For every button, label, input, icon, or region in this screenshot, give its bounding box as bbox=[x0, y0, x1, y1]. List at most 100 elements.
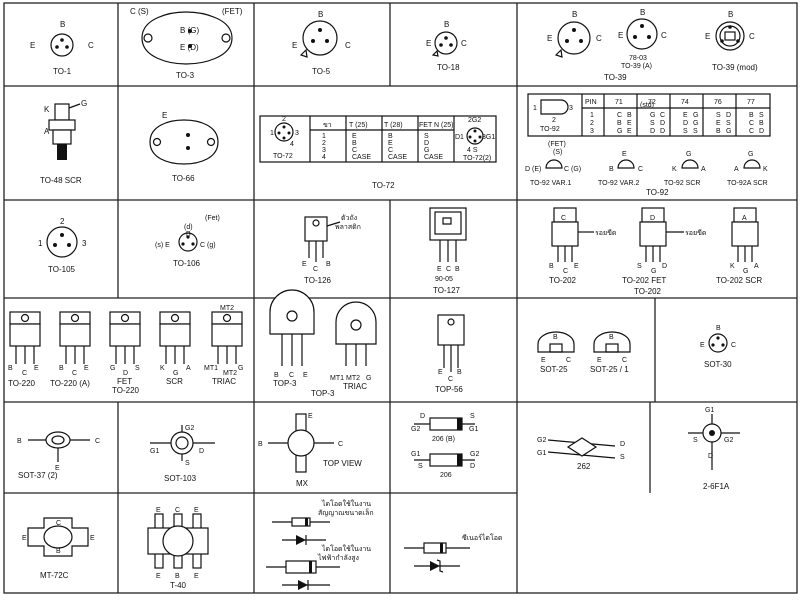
variant-label: TO-220 (A) bbox=[50, 379, 90, 388]
table-cell: S bbox=[424, 133, 429, 140]
table-cell: E bbox=[388, 140, 393, 147]
pin-b: B bbox=[318, 10, 323, 19]
pin-b: B bbox=[8, 365, 13, 372]
table-cell: CASE bbox=[424, 154, 443, 161]
note-line-2: พลาสติก bbox=[335, 223, 361, 231]
pin-c: C bbox=[22, 370, 27, 377]
mount-hole bbox=[170, 313, 180, 323]
variant-label: FET bbox=[117, 377, 132, 386]
pin-k: K bbox=[730, 263, 735, 270]
pkg-2-6f1a: G1 S G2 D 2-6F1A bbox=[688, 407, 740, 491]
table-cell: B bbox=[749, 112, 754, 119]
pin-s: S bbox=[185, 460, 190, 467]
pin-mt2: MT2 bbox=[220, 305, 234, 312]
pin-3: 3 bbox=[569, 105, 573, 112]
pin-g: G bbox=[743, 268, 748, 275]
mark-note: รอยขีด bbox=[685, 229, 706, 237]
body bbox=[211, 323, 243, 347]
col-header: 76 bbox=[714, 99, 722, 106]
pin-b: B bbox=[609, 166, 614, 173]
pkg-label: TO-39 (mod) bbox=[712, 63, 758, 72]
pin-s: S bbox=[418, 463, 423, 470]
body bbox=[159, 323, 191, 347]
pin-e: E bbox=[162, 111, 167, 120]
pin-a: A bbox=[44, 127, 50, 136]
pin-g2: G2 bbox=[724, 437, 733, 444]
pkg-label: TO-92 bbox=[646, 188, 669, 197]
table-cell: G bbox=[726, 128, 731, 135]
pkg-label: TO-1 bbox=[53, 67, 72, 76]
pkg-to39: B E C bbox=[547, 10, 602, 58]
pkg-to66: E TO-66 bbox=[149, 111, 219, 183]
pkg-to5: B E C TO-5 bbox=[292, 10, 351, 76]
pin-b: B bbox=[455, 266, 460, 273]
table-cell: B bbox=[352, 140, 357, 147]
col-header: 71 bbox=[615, 99, 623, 106]
tab bbox=[159, 311, 191, 325]
pkg-to126: ตัวถัง พลาสติก E C B TO-126 bbox=[302, 214, 361, 285]
variant-label: TO-92 SCR bbox=[664, 180, 700, 187]
pin-c: C bbox=[345, 41, 351, 50]
table-cell: D bbox=[683, 120, 688, 127]
pkg-label: MT-72C bbox=[40, 571, 69, 580]
pin-g: G bbox=[238, 365, 243, 372]
pin-mt2: MT2 bbox=[346, 375, 360, 382]
pin-k: K bbox=[672, 166, 677, 173]
table-cell: B bbox=[716, 128, 721, 135]
pin-b: B bbox=[186, 231, 191, 238]
pkg-label: TOP-56 bbox=[435, 385, 463, 394]
pin-c: C bbox=[72, 370, 77, 377]
pkg-to72: 2 1 3 4 TO-72 ขา T (25) T (28) FET N (25… bbox=[259, 115, 497, 190]
pin-c: C bbox=[338, 441, 343, 448]
pkg-to1: B E C TO-1 bbox=[30, 20, 94, 76]
pin-c: C bbox=[289, 372, 294, 379]
col-header: 72 bbox=[648, 99, 656, 106]
pin-g2: G2 bbox=[537, 437, 546, 444]
pin-b: B bbox=[609, 334, 614, 341]
pin-cs: C (S) bbox=[130, 7, 149, 16]
pkg-sot37: B C E SOT-37 (2) bbox=[17, 431, 100, 480]
pin-c: C bbox=[596, 34, 602, 43]
table-cell: D bbox=[650, 128, 655, 135]
std-note: (std) bbox=[640, 102, 654, 109]
table-cell: G bbox=[650, 112, 655, 119]
body bbox=[109, 323, 141, 347]
col-header: T (28) bbox=[384, 122, 403, 129]
variant-label: SCR bbox=[166, 377, 183, 386]
variant-label: TO-92 VAR.2 bbox=[598, 180, 639, 187]
variant-label: 206 bbox=[440, 472, 452, 479]
table-cell: 4 bbox=[322, 154, 326, 161]
pin-mt1: MT1 bbox=[330, 375, 344, 382]
subtitle: TO-92 bbox=[540, 126, 560, 133]
pin-e: E bbox=[541, 357, 546, 364]
pin-1: 1 bbox=[38, 239, 43, 248]
pkg-label: TO-66 bbox=[172, 174, 195, 183]
grid-frame bbox=[3, 2, 798, 594]
variant-label: TOP-3 bbox=[273, 379, 297, 388]
pin-g2: G2 bbox=[470, 451, 479, 458]
pin-e: E bbox=[194, 507, 199, 514]
pin-c: C bbox=[661, 31, 667, 40]
table-cell: CASE bbox=[352, 154, 371, 161]
pin-mt1: MT1 bbox=[204, 365, 218, 372]
table-cell: G bbox=[693, 120, 698, 127]
pin-a: A bbox=[742, 215, 747, 222]
pin-e: E bbox=[303, 372, 308, 379]
pkg-label: TO-72 bbox=[372, 181, 395, 190]
variant-label: TRIAC bbox=[343, 382, 367, 391]
pkg-to127: E C B 90-05 TO-127 bbox=[429, 207, 467, 295]
variant-label: 206 (B) bbox=[432, 436, 455, 443]
pin-3: 3 bbox=[82, 239, 87, 248]
pin-b: B bbox=[59, 365, 64, 372]
table-cell: B bbox=[759, 120, 764, 127]
pkg-label: 2-6F1A bbox=[703, 482, 730, 491]
pin-g: G bbox=[748, 151, 753, 158]
small-signal-diode-label-2: สัญญาณขนาดเล็ก bbox=[318, 508, 374, 517]
note-line-1: ตัวถัง bbox=[341, 214, 357, 222]
pkg-label: 262 bbox=[577, 462, 591, 471]
table-cell: S bbox=[759, 112, 764, 119]
pin-d1: D1 bbox=[455, 134, 464, 141]
pin-d: D bbox=[708, 453, 713, 460]
power-diode-label-2: ไฟฟ้ากำลังสูง bbox=[317, 553, 359, 562]
